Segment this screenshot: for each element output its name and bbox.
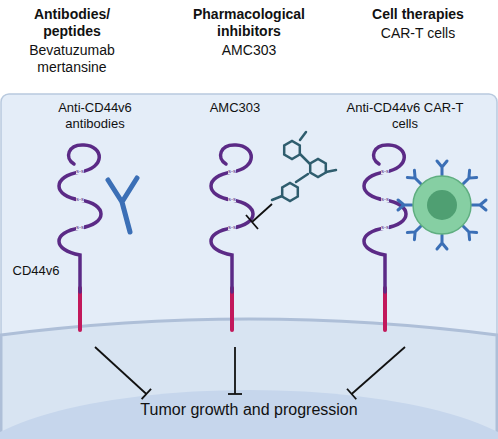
therapy-group: Anti-CD44v6 CAR-T cells [345, 100, 465, 345]
bond-label: s-s [381, 196, 389, 202]
cd44v6-receptor [364, 145, 406, 292]
transmembrane-segment [230, 288, 234, 330]
column-heading: Antibodies/ peptides [17, 6, 127, 40]
inhibition-connector [95, 347, 151, 399]
inhibition-line [246, 204, 272, 229]
connector-line [234, 347, 236, 394]
therapy-label: AMC303 [180, 100, 290, 116]
bond-label: s-s [76, 224, 84, 230]
cell-panel [1, 94, 497, 439]
car-t-cell [398, 161, 486, 249]
car-receptor [407, 226, 420, 239]
column-subtext: Bevatuzumab mertansine [17, 42, 127, 76]
molecule-bond [272, 132, 336, 200]
bond-label: s-s [76, 196, 84, 202]
t-cell-nucleus [427, 190, 457, 220]
car-receptor [472, 200, 486, 210]
cd44v6-receptor [59, 145, 101, 292]
transmembrane-segment [383, 288, 387, 330]
car-receptor [398, 200, 412, 210]
car-receptor [463, 226, 476, 239]
car-receptor [437, 161, 447, 175]
molecule-ring [310, 159, 326, 177]
bond-label: s-s [381, 168, 389, 174]
transmembrane-segment [78, 288, 82, 330]
outcome-text: Tumor growth and progression [140, 400, 357, 420]
car-receptor [437, 235, 447, 249]
outcome-box: Tumor growth and progression [132, 398, 365, 422]
column-heading: Cell therapies [353, 6, 483, 23]
column-subtext: AMC303 [174, 42, 324, 59]
bond-label: s-s [381, 224, 389, 230]
molecule-ring [284, 141, 300, 159]
inhibition-bar [228, 393, 242, 395]
inhibition-connector [347, 347, 405, 399]
therapy-label: Anti-CD44v6 CAR-T cells [345, 100, 465, 132]
bond-label: s-s [76, 168, 84, 174]
molecule-ring [282, 183, 298, 201]
t-cell-body [413, 176, 471, 234]
bond-label: s-s [228, 196, 236, 202]
connector-line [352, 347, 405, 394]
bond-label: s-s [228, 168, 236, 174]
cell-nucleus [0, 390, 498, 439]
connector-line [95, 347, 146, 394]
car-receptor [463, 170, 476, 183]
bond-label: s-s [228, 224, 236, 230]
column-subtext: CAR-T cells [353, 25, 483, 42]
car-receptor [407, 170, 420, 183]
therapy-label: Anti-CD44v6 antibodies [40, 100, 150, 132]
therapy-group: Anti-CD44v6 antibodies [40, 100, 150, 345]
inhibition-bar [347, 389, 356, 400]
inhibition-connector [228, 347, 242, 394]
part-label: CD44v6 [6, 262, 66, 279]
small-molecule [272, 132, 336, 201]
antibody-symbol [108, 178, 137, 232]
molecule-art [59, 132, 486, 330]
therapy-group: AMC303 [180, 100, 290, 345]
cd44v6-receptor [211, 145, 253, 292]
inhibition-bar [142, 389, 151, 399]
column-heading: Pharmacological inhibitors [174, 6, 324, 40]
